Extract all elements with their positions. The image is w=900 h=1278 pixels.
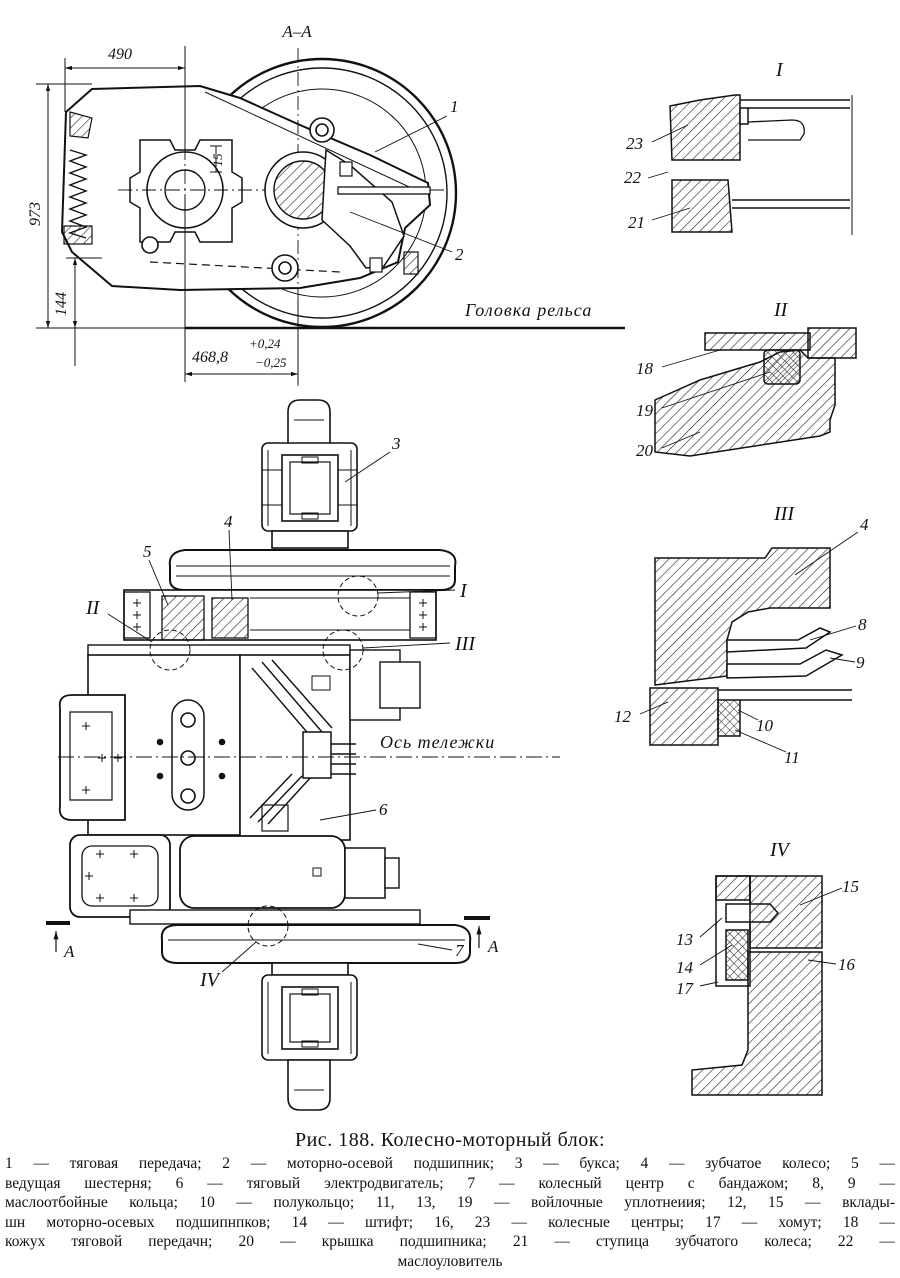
detail-circle-I <box>337 575 379 617</box>
detail-circle-II <box>149 629 191 671</box>
detail-II-label-20: 20 <box>636 441 654 460</box>
callout-1: 1 <box>450 97 459 116</box>
detail-mark-IV: IV <box>199 969 222 991</box>
detail-III-title: III <box>773 503 795 525</box>
detail-mark-I: I <box>459 580 468 602</box>
detail-IV: IV 15 13 14 17 16 <box>676 839 859 1096</box>
detail-II-label-19: 19 <box>636 401 654 420</box>
legend-line: кожух тяговой передачн; 20 — крышка подш… <box>5 1233 895 1250</box>
detail-I-label-22: 22 <box>624 168 642 187</box>
dimension-468-lower-tolerance: −0,25 <box>255 355 287 370</box>
detail-II-label-18: 18 <box>636 359 654 378</box>
detail-I-label-23: 23 <box>626 134 643 153</box>
detail-I-label-21: 21 <box>628 213 645 232</box>
detail-III: III 4 8 9 12 10 11 <box>614 503 869 767</box>
detail-IV-label-14: 14 <box>676 958 694 977</box>
callout-7: 7 <box>455 941 465 960</box>
detail-IV-label-13: 13 <box>676 930 693 949</box>
detail-II-title: II <box>773 299 789 321</box>
callout-5: 5 <box>143 542 152 561</box>
top-view: 490 973 144 468,8 +0,24 −0,25 15 А–А <box>27 22 625 386</box>
detail-III-label-12: 12 <box>614 707 632 726</box>
section-mark-right-label: А <box>487 937 499 956</box>
legend-line: ведущая шестерня; 6 — тяговый электродви… <box>5 1174 895 1192</box>
section-mark-left-label: А <box>63 942 75 961</box>
traction-rod-linkage <box>249 659 356 832</box>
motor-bearing-flange <box>129 139 243 243</box>
bogie-axis-label: Ось тележки <box>380 732 495 752</box>
axle-box-top <box>261 399 358 549</box>
figure-caption: Рис. 188. Колесно-моторный блок: 1 — тяг… <box>5 1126 895 1276</box>
section-mark-right <box>464 916 490 948</box>
bolt-circles <box>141 117 335 282</box>
callout-3: 3 <box>391 434 401 453</box>
axle-box-bottom <box>261 962 358 1111</box>
dimension-468 <box>184 195 299 384</box>
axle-bearing-cap <box>321 148 431 275</box>
wheel-top <box>168 549 457 591</box>
legend-line: шн моторно-осевых подшипнпков; 14 — штиф… <box>5 1213 895 1231</box>
dimension-144 <box>66 257 102 366</box>
dimension-973 <box>36 83 190 329</box>
detail-III-label-9: 9 <box>856 653 865 672</box>
detail-circle-III <box>322 629 364 671</box>
detail-I-title: I <box>775 59 784 81</box>
legend-line: маслоотбойные кольца; 10 — полукольцо; 1… <box>5 1194 895 1211</box>
detail-III-label-8: 8 <box>858 615 867 634</box>
dimension-15 <box>210 145 222 173</box>
dimension-144-label: 144 <box>53 292 70 316</box>
detail-III-label-10: 10 <box>756 716 774 735</box>
dimension-15-label: 15 <box>210 153 225 167</box>
detail-mark-III: III <box>454 633 476 655</box>
callout-4: 4 <box>224 512 233 531</box>
figure-drawing: 490 973 144 468,8 +0,24 −0,25 15 А–А <box>27 22 869 1111</box>
detail-circle-IV <box>247 905 289 947</box>
dimension-490 <box>64 46 186 150</box>
suspension-springs <box>63 111 93 245</box>
traction-motor <box>58 644 421 925</box>
callout-2: 2 <box>455 245 464 264</box>
legend-line: 1 — тяговая передача; 2 — моторно-осевой… <box>5 1155 895 1172</box>
detail-I: I 23 22 21 <box>624 59 853 235</box>
detail-IV-title: IV <box>769 839 792 861</box>
callout-6: 6 <box>379 800 388 819</box>
plan-view: Ось тележки А А 3 <box>46 399 560 1111</box>
section-mark-left <box>46 921 70 952</box>
section-label: А–А <box>281 22 312 41</box>
traction-gear-case <box>123 589 437 641</box>
dimension-973-label: 973 <box>27 202 44 226</box>
dimension-490-label: 490 <box>108 46 132 63</box>
detail-mark-II: II <box>85 597 101 619</box>
dimension-468-label: 468,8 <box>192 349 228 366</box>
detail-III-label-11: 11 <box>784 748 800 767</box>
legend-line: маслоуловитель <box>397 1252 503 1270</box>
detail-IV-label-15: 15 <box>842 877 859 896</box>
dimension-468-upper-tolerance: +0,24 <box>249 336 281 351</box>
caption-title: Рис. 188. Колесно-моторный блок: <box>294 1129 606 1151</box>
detail-II: II 18 19 20 <box>636 299 857 460</box>
detail-IV-label-16: 16 <box>838 955 856 974</box>
wheel-bottom <box>160 924 472 964</box>
detail-III-label-4: 4 <box>860 515 869 534</box>
rail-head-label: Головка рельса <box>464 300 592 320</box>
detail-IV-label-17: 17 <box>676 979 695 998</box>
